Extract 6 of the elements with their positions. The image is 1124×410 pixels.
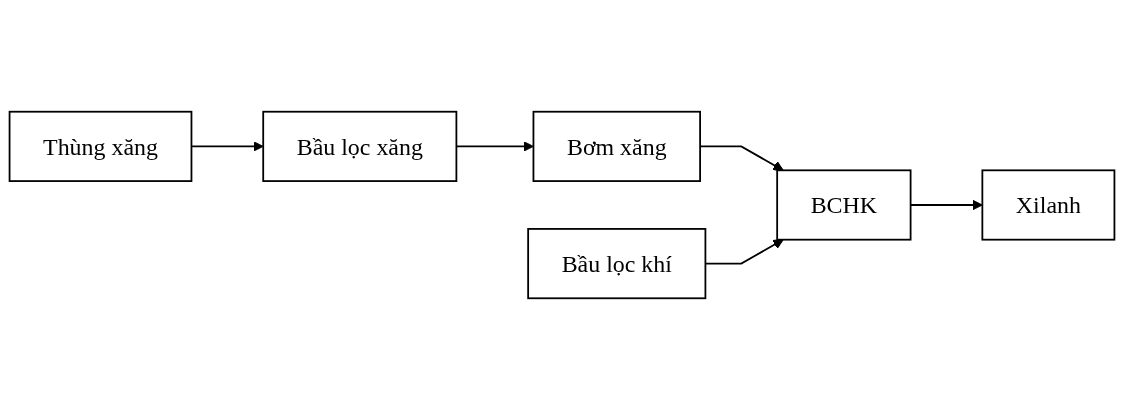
process-box: BCHK bbox=[776, 169, 912, 241]
process-box: Bầu lọc xăng bbox=[262, 110, 458, 182]
process-box: Thùng xăng bbox=[8, 110, 193, 182]
process-box: Bơm xăng bbox=[532, 110, 701, 182]
process-box: Bầu lọc khí bbox=[527, 228, 707, 300]
process-box: Xilanh bbox=[981, 169, 1116, 241]
